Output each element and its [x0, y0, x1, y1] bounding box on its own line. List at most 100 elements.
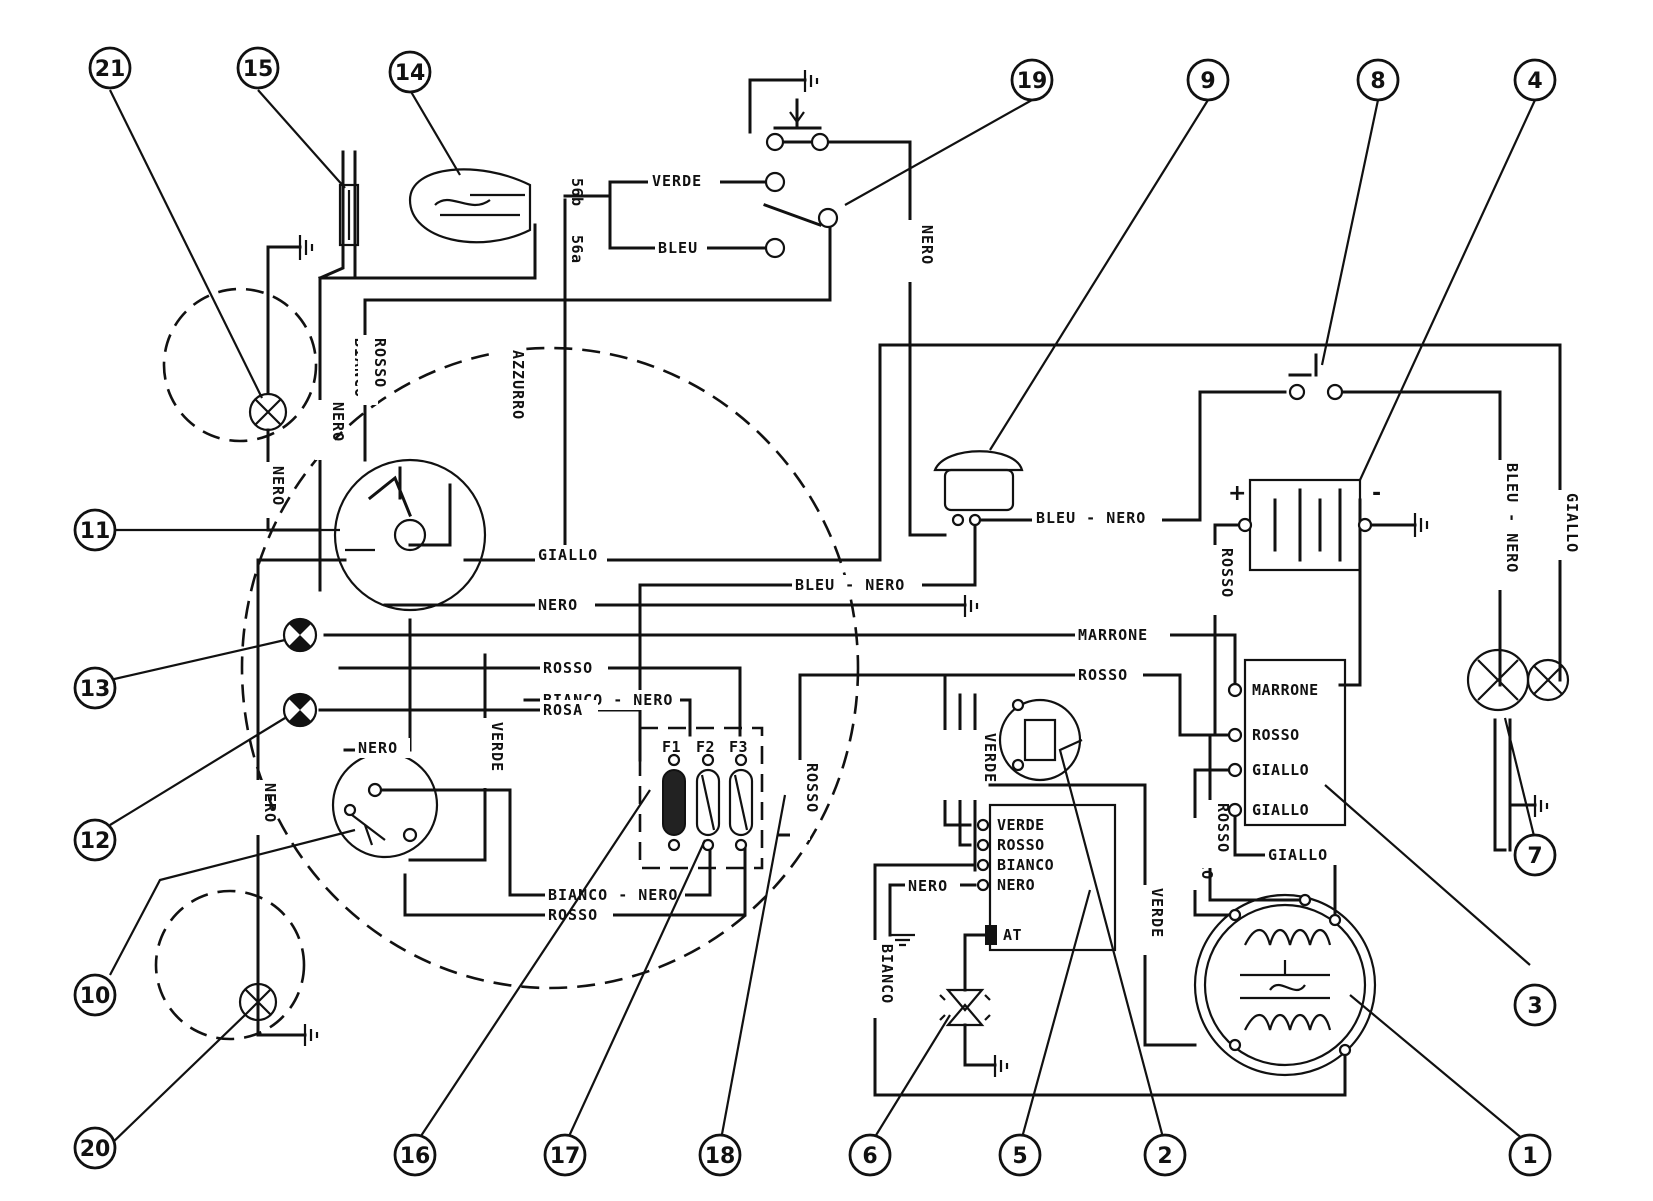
ground-symbols: [298, 70, 1549, 1077]
ign-terminal-rosso: ROSSO: [997, 836, 1045, 854]
headlamp-bulb: [408, 168, 532, 244]
label-nero-front-lamp: NERO: [269, 466, 287, 506]
svg-text:10: 10: [80, 984, 111, 1009]
callout-11: 11: [73, 508, 117, 552]
svg-text:11: 11: [80, 519, 111, 544]
svg-text:15: 15: [243, 57, 274, 82]
label-bleu-nero-mid: BLEU - NERO: [795, 576, 905, 594]
label-bianco-nero-bottom: BIANCO - NERO: [548, 886, 678, 904]
component-labels: F1 F2 F3 MARRONE ROSSO GIALLO GIALLO VER…: [662, 481, 1381, 944]
dashed-outlines: [154, 287, 860, 1041]
label-rosso-vertical: ROSSO: [371, 338, 389, 388]
rear-indicator-outline: [154, 889, 306, 1041]
tail-lamps: [1466, 648, 1570, 712]
dip-switch: [763, 171, 839, 259]
svg-text:8: 8: [1370, 69, 1385, 94]
callout-21: 21: [88, 46, 132, 90]
flasher-unit: [998, 698, 1082, 782]
regulator-terminal-giallo-2: GIALLO: [1252, 801, 1309, 819]
label-verde-top: VERDE: [652, 172, 702, 190]
headlight-outline: [240, 346, 860, 990]
ign-terminal-at: AT: [1003, 926, 1022, 944]
label-rosso-bottom: ROSSO: [548, 906, 598, 924]
svg-text:3: 3: [1527, 994, 1542, 1019]
label-azzurro: AZZURRO: [509, 350, 527, 420]
callouts: 21 15 14 19 9 8 4 11 13 12 10 20 16 17 1…: [73, 46, 1557, 1177]
label-nero-mid: NERO: [538, 596, 578, 614]
battery-minus-label: -: [1372, 481, 1381, 506]
horn: [933, 450, 1024, 527]
callout-3: 3: [1513, 983, 1557, 1027]
fuse-bank: [662, 753, 754, 852]
svg-text:5: 5: [1012, 1144, 1027, 1169]
svg-text:16: 16: [400, 1144, 431, 1169]
label-rosso-fuse: ROSSO: [543, 659, 593, 677]
battery-plus-label: +: [1228, 481, 1246, 506]
svg-text:20: 20: [80, 1137, 111, 1162]
battery: [1237, 478, 1373, 572]
label-nero-ign: NERO: [908, 877, 948, 895]
svg-text:18: 18: [705, 1144, 736, 1169]
horn-button: [765, 98, 830, 152]
callout-7: 7: [1513, 833, 1557, 877]
label-rosso-right: ROSSO: [1078, 666, 1128, 684]
label-verde-right: VERDE: [1148, 888, 1166, 938]
callout-4: 4: [1513, 58, 1557, 102]
label-giallo-regulator: GIALLO: [1268, 846, 1328, 864]
wire-labels: VERDE BLEU 56b 56a NERO BIANCO ROSSO NER…: [248, 171, 1581, 1018]
callout-17: 17: [543, 1133, 587, 1177]
callout-9: 9: [1186, 58, 1230, 102]
inline-fuse: [338, 183, 360, 247]
regulator-terminal-rosso: ROSSO: [1252, 726, 1300, 744]
callout-15: 15: [236, 46, 280, 90]
warning-lamp-13: [282, 617, 318, 653]
callout-12: 12: [73, 818, 117, 862]
label-bleu-top: BLEU: [658, 239, 698, 257]
callout-1: 1: [1508, 1133, 1552, 1177]
label-bianco-bottom: BIANCO: [878, 944, 896, 1004]
svg-text:9: 9: [1200, 69, 1215, 94]
light-switch: [333, 458, 487, 612]
label-verde-left: VERDE: [488, 722, 506, 772]
fuse-label-f1: F1: [662, 738, 681, 756]
label-56a: 56a: [568, 235, 586, 264]
warning-lamp-12: [282, 692, 318, 728]
alternator: [1193, 893, 1377, 1077]
front-indicator-outline: [162, 287, 318, 443]
svg-text:21: 21: [95, 57, 126, 82]
callout-5: 5: [998, 1133, 1042, 1177]
svg-text:12: 12: [80, 829, 111, 854]
callout-2: 2: [1143, 1133, 1187, 1177]
svg-text:7: 7: [1527, 844, 1542, 869]
svg-text:17: 17: [550, 1144, 581, 1169]
callout-8: 8: [1356, 58, 1400, 102]
label-rosso-battery: ROSSO: [1218, 548, 1236, 598]
callout-6: 6: [848, 1133, 892, 1177]
label-rosso-fuse-right: ROSSO: [803, 763, 821, 813]
fuse-label-f3: F3: [729, 738, 748, 756]
label-bleu-nero-right: BLEU - NERO: [1503, 463, 1521, 573]
key-switch: [1288, 353, 1344, 401]
svg-text:6: 6: [862, 1144, 877, 1169]
label-verde-ign-2: VERDE: [981, 733, 999, 783]
svg-text:13: 13: [80, 677, 111, 702]
label-nero-switch: NERO: [358, 739, 398, 757]
callout-16: 16: [393, 1133, 437, 1177]
ign-terminal-nero: NERO: [997, 876, 1035, 894]
callout-20: 20: [73, 1126, 117, 1170]
label-giallo-right: GIALLO: [1563, 493, 1581, 553]
regulator-terminal-giallo-1: GIALLO: [1252, 761, 1309, 779]
label-rosa: ROSA: [543, 701, 583, 719]
fuse-label-f2: F2: [696, 738, 715, 756]
label-rosso-alt: ROSSO: [1214, 803, 1232, 853]
ign-terminal-verde: VERDE: [997, 816, 1045, 834]
ignition-unit: [976, 803, 1117, 952]
label-nero-left: NERO: [329, 402, 347, 442]
callout-19: 19: [1010, 58, 1054, 102]
label-giallo-headlight: GIALLO: [538, 546, 598, 564]
callout-14: 14: [388, 50, 432, 94]
fuse-box-outline: [638, 726, 764, 870]
ignition-switch: [331, 751, 439, 859]
callout-leaders: [109, 89, 1537, 1146]
